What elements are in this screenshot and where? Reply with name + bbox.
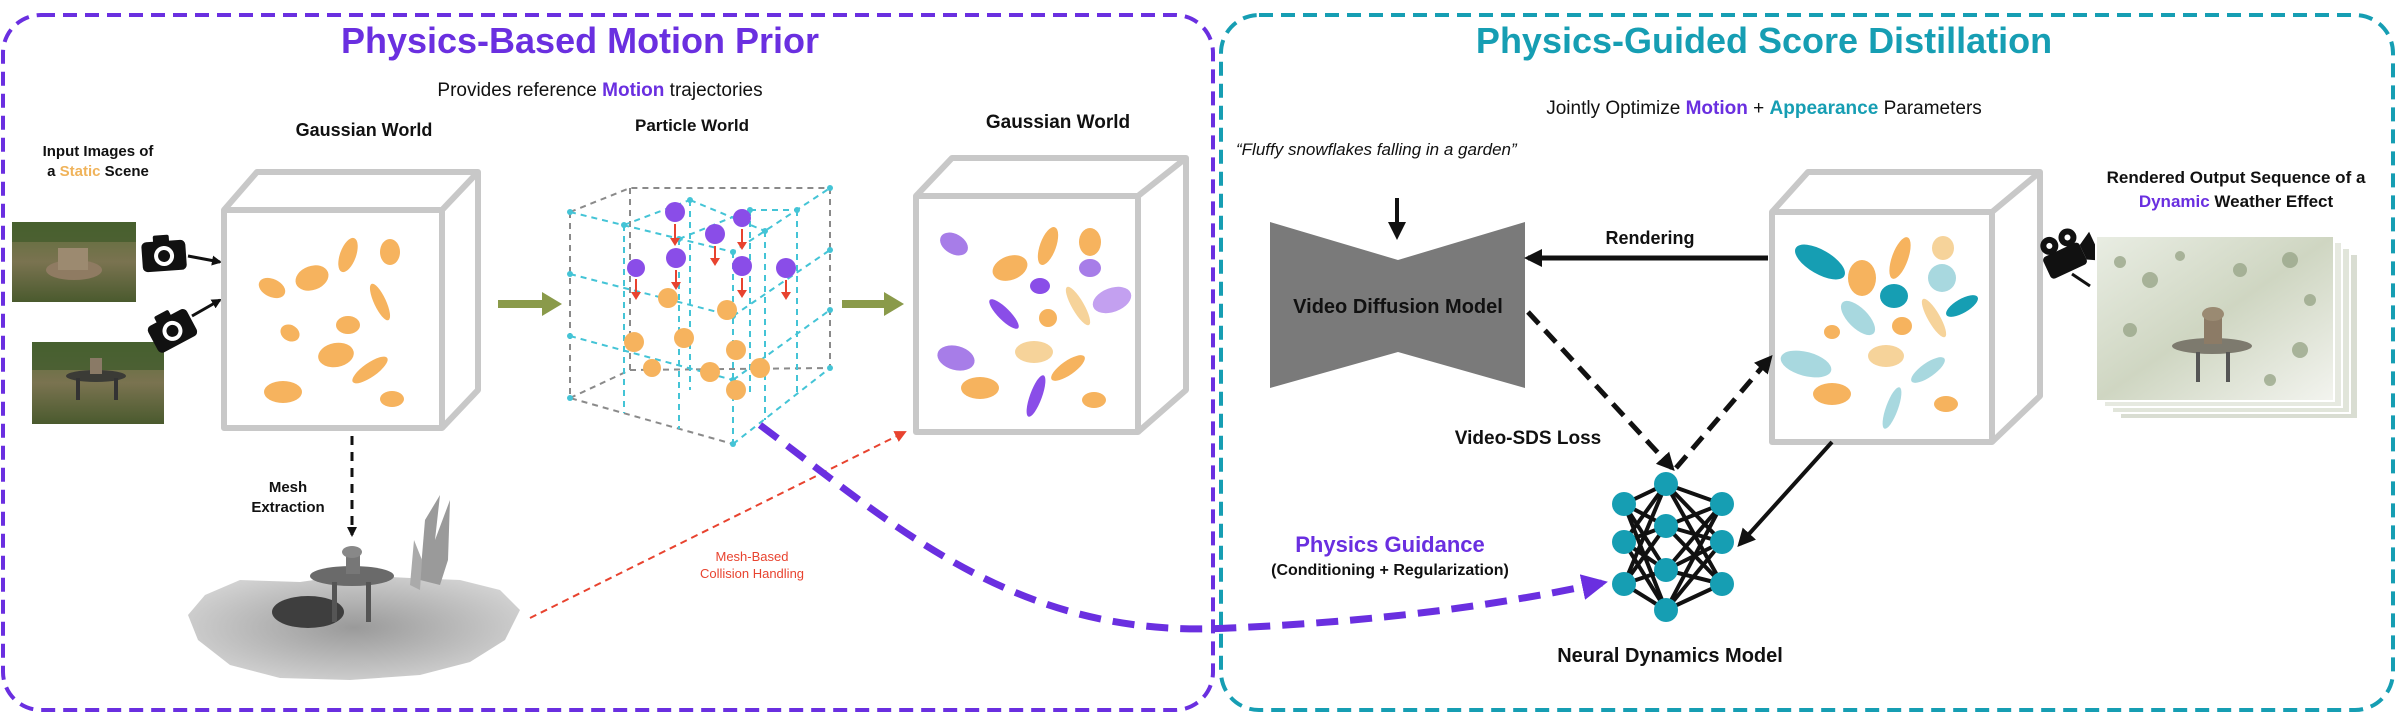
- physics-guidance-arrow: [757, 422, 1608, 633]
- right-subtitle-appearance: Appearance: [1769, 98, 1879, 119]
- input-photo-1: [12, 222, 136, 302]
- particles-orange: [624, 288, 770, 400]
- neural-network-nodes: [1612, 472, 1734, 622]
- particle-world-grid: [569, 187, 831, 445]
- video-sds-loss-label: Video-SDS Loss: [1454, 428, 1602, 449]
- right-subtitle-post: Parameters: [1878, 98, 1982, 119]
- text-prompt: “Fluffy snowflakes falling in a garden”: [1236, 140, 1517, 159]
- input-label-highlight: Static: [59, 163, 101, 180]
- video-diffusion-model-shape: [1270, 222, 1525, 388]
- subtitle-highlight: Motion: [602, 80, 665, 101]
- gaussian-world-label-1: Gaussian World: [295, 120, 433, 140]
- camera-icon: [147, 309, 198, 353]
- neural-dynamics-model-label: Neural Dynamics Model: [1557, 645, 1783, 667]
- mesh-extraction-line2: Extraction: [251, 499, 325, 516]
- gaussian-particles-2: [937, 227, 1132, 417]
- output-label-line1: Rendered Output Sequence of a: [2106, 168, 2366, 187]
- right-panel-title: Physics-Guided Score Distillation: [1475, 20, 2053, 61]
- grid-nodes: [567, 185, 833, 447]
- flow-arrow-2: [842, 292, 904, 316]
- physics-guidance-label: Physics Guidance: [1295, 532, 1485, 557]
- video-camera-icon: [2040, 228, 2103, 279]
- gaussian-world-cube-1: [221, 169, 481, 431]
- input-label-post: Scene: [100, 163, 149, 180]
- extracted-mesh: [188, 495, 520, 680]
- left-panel-title: Physics-Based Motion Prior: [340, 20, 820, 61]
- gaussian-world-label-2: Gaussian World: [985, 112, 1131, 133]
- right-subtitle-motion: Motion: [1685, 98, 1748, 119]
- particles-purple: [627, 202, 796, 278]
- left-panel-subtitle: Provides reference Motion trajectories: [437, 80, 762, 102]
- input-label-pre: a: [47, 163, 60, 180]
- camera-icon: [141, 234, 187, 273]
- input-photo-2: [32, 342, 164, 424]
- particle-world-label: Particle World: [635, 116, 749, 135]
- right-subtitle-pre: Jointly Optimize: [1546, 98, 1686, 119]
- rendering-label: Rendering: [1605, 228, 1695, 248]
- right-subtitle-plus: +: [1747, 98, 1770, 119]
- output-label-line2: Dynamic Weather Effect: [2107, 190, 2366, 214]
- output-sequence-label: Rendered Output Sequence of a Dynamic We…: [2107, 166, 2366, 214]
- video-diffusion-model-label: Video Diffusion Model: [1293, 296, 1503, 318]
- mesh-extraction-label: Mesh Extraction: [251, 478, 324, 518]
- flow-arrow-1: [498, 292, 562, 316]
- left-panel-border: [1, 13, 1215, 712]
- gaussian-world-cube-3: [1769, 169, 2043, 445]
- subtitle-pre: Provides reference: [437, 80, 603, 101]
- right-panel-subtitle: Jointly Optimize Motion + Appearance Par…: [1546, 98, 1982, 120]
- gaussian-particles-1: [258, 237, 404, 407]
- input-images-label: Input Images of a Static Scene: [43, 142, 154, 182]
- output-sequence-frames: [2095, 235, 2359, 420]
- conditioning-label: (Conditioning + Regularization): [1271, 562, 1509, 579]
- velocity-arrows: [631, 224, 791, 300]
- input-label-line1: Input Images of: [42, 143, 154, 160]
- collision-label: Mesh-Based Collision Handling: [700, 548, 804, 582]
- gaussian-world-cube-2: [913, 155, 1189, 435]
- collision-line1: Mesh-Based: [715, 549, 789, 564]
- gaussian-particles-3: [1780, 236, 1978, 429]
- input-label-line2: a Static Scene: [43, 162, 154, 182]
- collision-line2: Collision Handling: [699, 566, 805, 581]
- output-label-highlight: Dynamic: [2138, 192, 2210, 211]
- mesh-extraction-line1: Mesh: [268, 479, 308, 496]
- right-panel-border: [1219, 13, 2395, 712]
- neural-network: [1622, 482, 1724, 612]
- output-label-post: Weather Effect: [2209, 192, 2334, 211]
- subtitle-post: trajectories: [664, 80, 763, 101]
